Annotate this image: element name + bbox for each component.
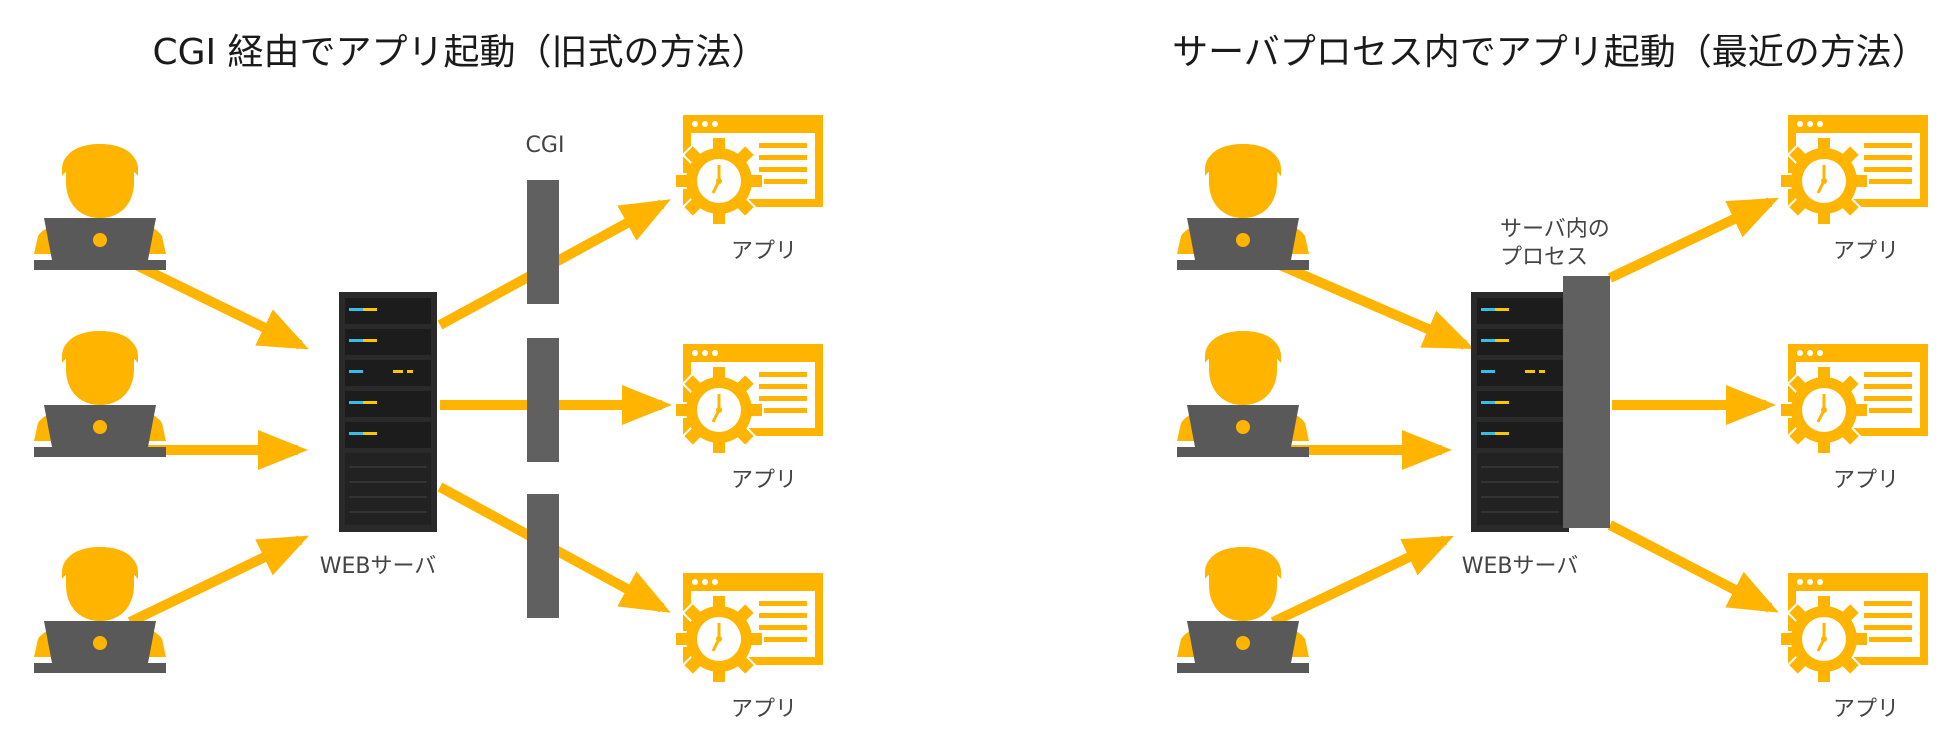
right-title: サーバプロセス内でアプリ起動（最近の方法） [1172, 32, 1928, 73]
arrow-process-to-app3 [1607, 520, 1779, 613]
left-title: CGI 経由でアプリ起動（旧式の方法） [152, 32, 767, 73]
process-to-app-arrows [1607, 197, 1780, 613]
cgi-label: CGI [526, 133, 565, 158]
app-label: アプリ [1833, 697, 1899, 722]
process-label-line2: プロセス [1500, 245, 1588, 270]
user-with-laptop-icon [1177, 144, 1309, 270]
app-window-gear-clock-icon [673, 342, 825, 456]
app-label: アプリ [731, 697, 797, 722]
cgi-gateway-block [527, 338, 559, 462]
server-rack-icon [1470, 291, 1570, 533]
web-server-label: WEBサーバ [320, 554, 437, 579]
cgi-gateway-block [527, 180, 559, 304]
app-window-gear-clock-icon [673, 571, 825, 685]
app-window-gear-clock-icon [1778, 571, 1930, 685]
app-label: アプリ [1833, 468, 1899, 493]
left-panel: CGI 経由でアプリ起動（旧式の方法） WEBサーバ CGI アプリ ア [34, 32, 825, 722]
arrow-process-to-app1 [1607, 197, 1780, 283]
app-window-gear-clock-icon [1778, 342, 1930, 456]
cgi-gateway-block [527, 494, 559, 618]
user-with-laptop-icon [34, 331, 166, 457]
arrow-user1-to-server [1271, 257, 1475, 350]
right-panel: サーバプロセス内でアプリ起動（最近の方法） サーバ内の プロセス WEBサーバ … [1172, 32, 1930, 722]
app-label: アプリ [731, 239, 797, 264]
arrow-user3-to-server [127, 535, 310, 627]
app-window-gear-clock-icon [673, 113, 825, 227]
web-server-label: WEBサーバ [1462, 554, 1579, 579]
arrow-user3-to-server [1270, 535, 1455, 627]
arrow-user1-to-server [127, 257, 309, 350]
user-with-laptop-icon [34, 144, 166, 270]
app-label: アプリ [731, 468, 797, 493]
server-rack-icon [338, 291, 438, 533]
user-to-server-arrows [1270, 257, 1475, 627]
user-to-server-arrows [127, 257, 310, 627]
process-label-line1: サーバ内の [1500, 217, 1610, 242]
user-with-laptop-icon [1177, 331, 1309, 457]
app-label: アプリ [1833, 239, 1899, 264]
app-window-gear-clock-icon [1778, 113, 1930, 227]
server-process-block [1563, 276, 1610, 528]
